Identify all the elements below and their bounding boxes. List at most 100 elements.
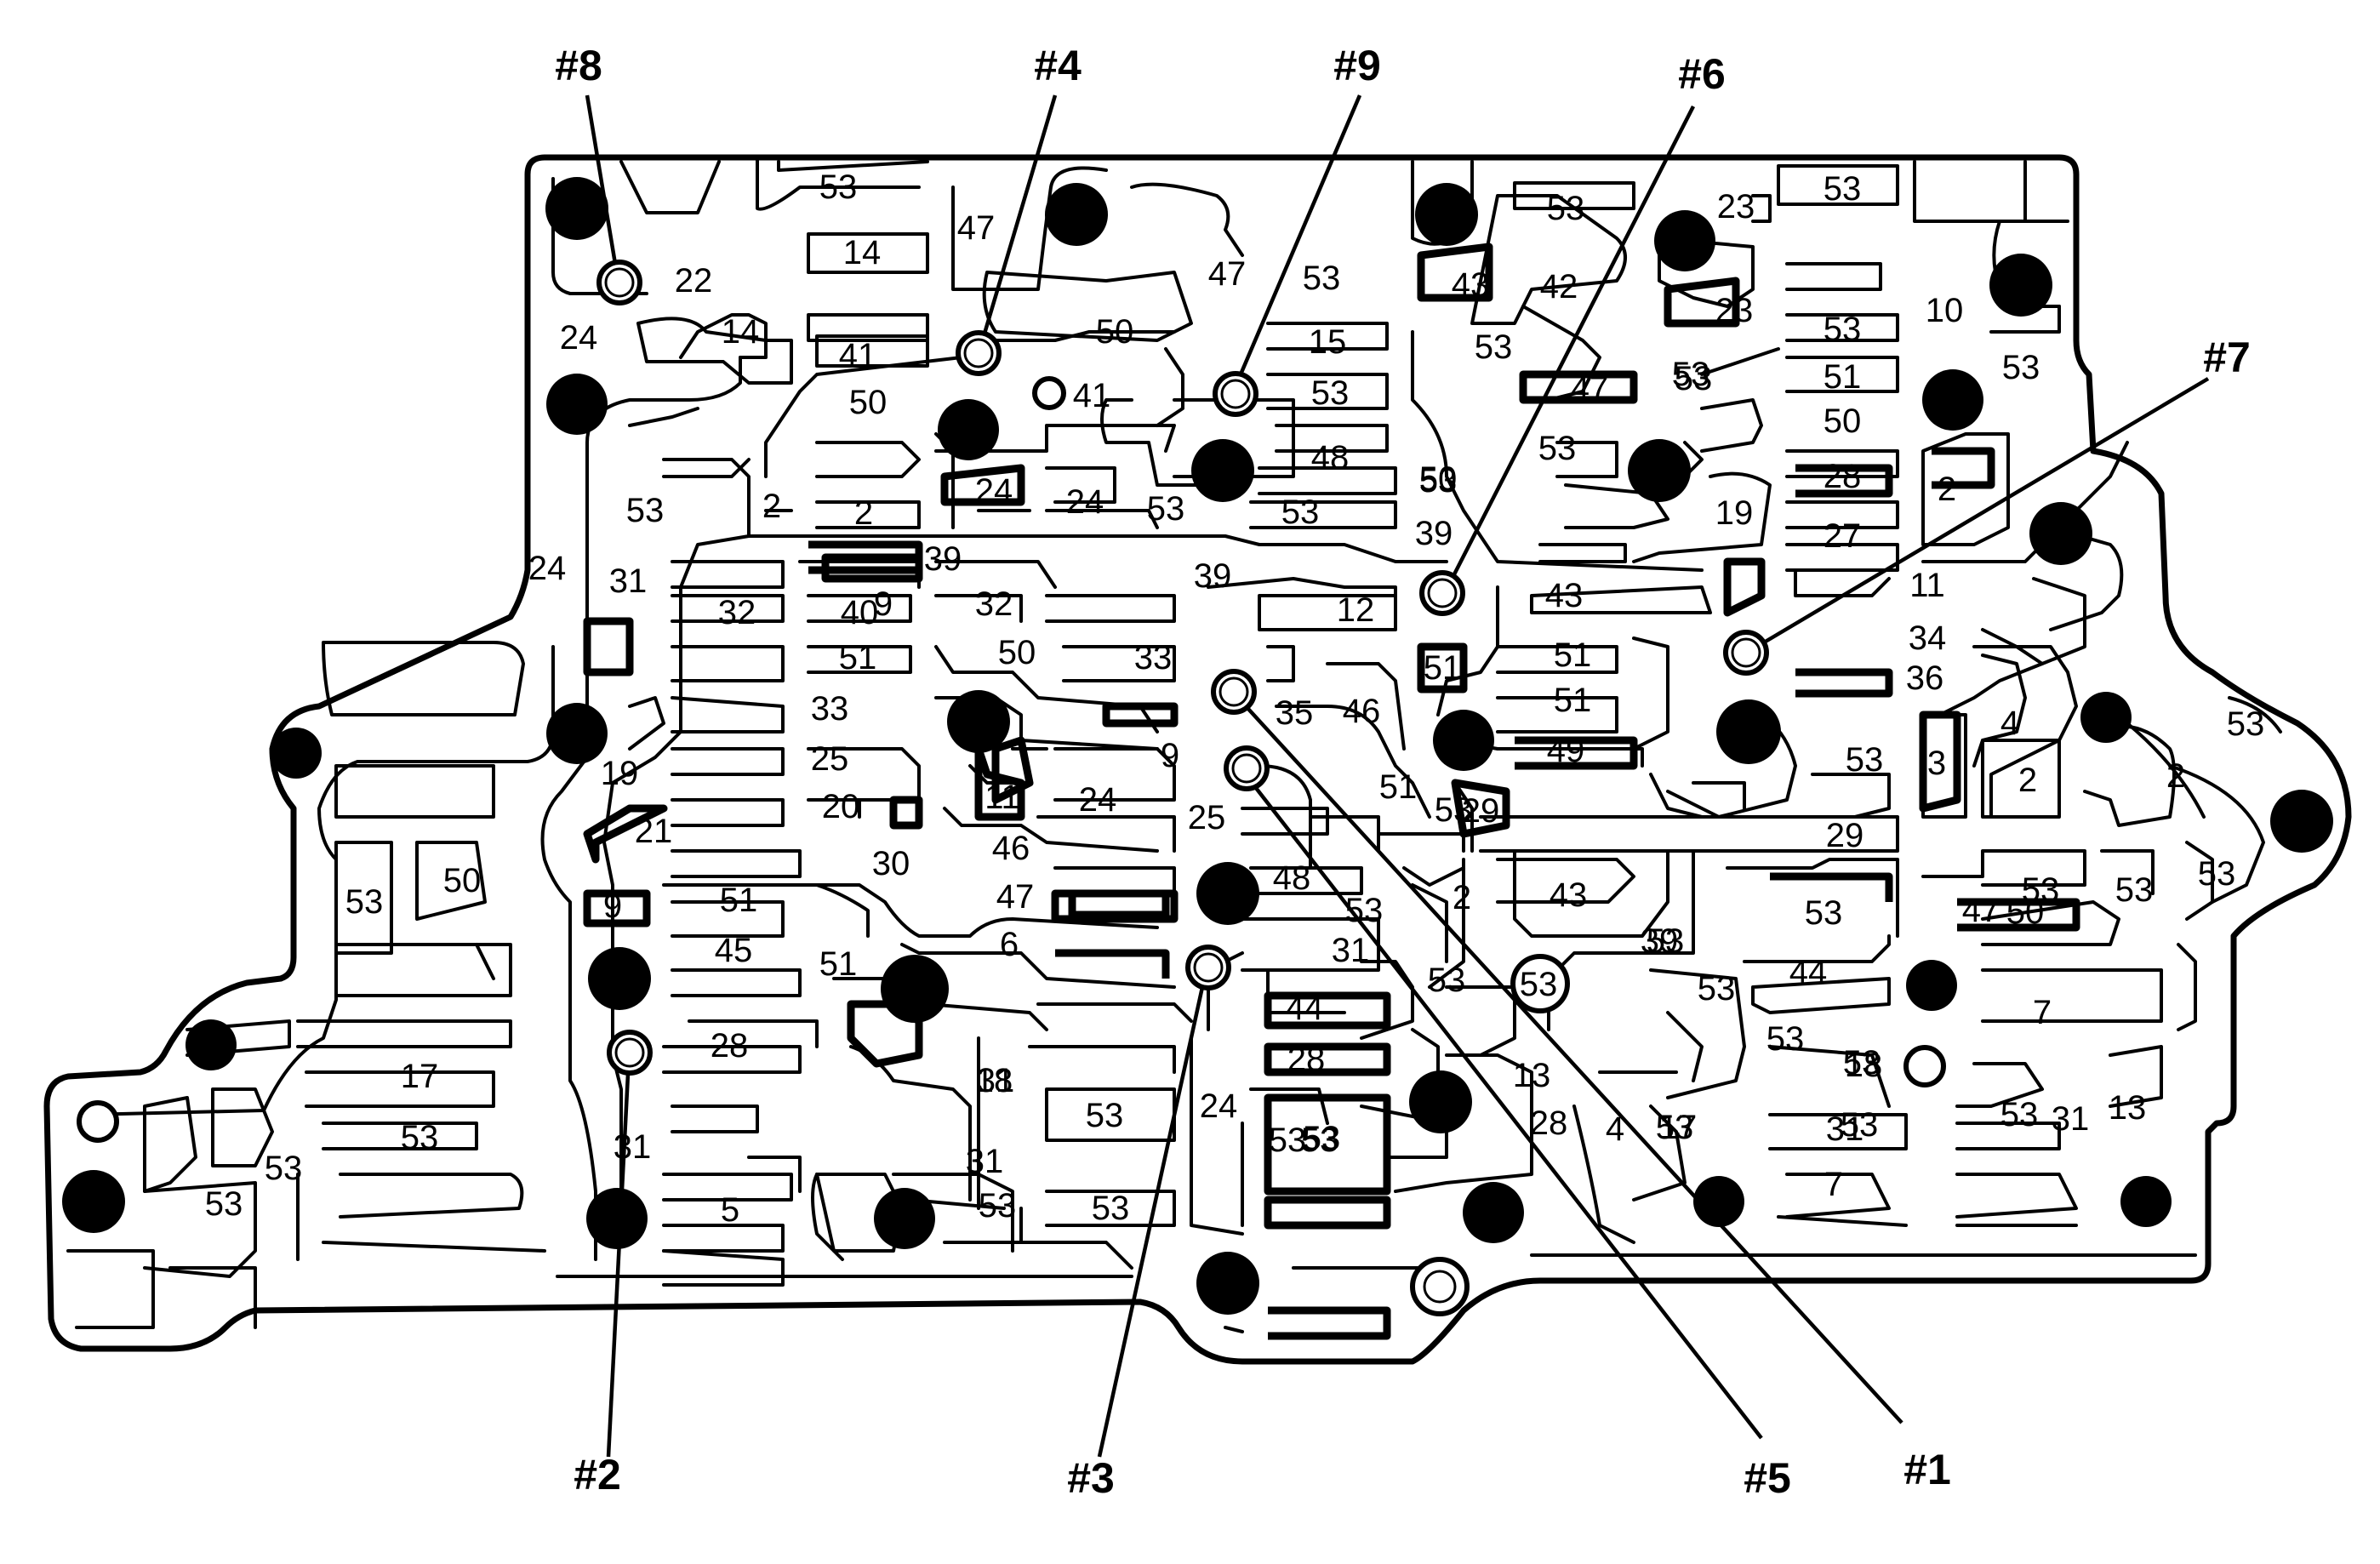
callout-5: #5: [1744, 1454, 1791, 1502]
passage-label: 53: [1843, 1044, 1881, 1082]
bolt-hole: [2270, 790, 2333, 853]
check-balls: [596, 260, 1769, 1076]
passage-label: 53: [2198, 855, 2236, 893]
passage-label: 2: [2018, 762, 2037, 799]
callout-6: #6: [1678, 50, 1726, 98]
passage-label: 53: [1841, 1106, 1879, 1144]
bold-passages: [583, 243, 2080, 1340]
passage-label: 14: [722, 313, 760, 351]
passage-walls: [66, 156, 2282, 1329]
passage-label: 53: [1086, 1097, 1124, 1134]
callout-9: #9: [1333, 42, 1381, 89]
passage-label: 53: [345, 883, 384, 921]
passage-label: 53: [1672, 356, 1710, 393]
bolt-hole: [586, 1188, 648, 1249]
plug-open: [1032, 376, 1066, 410]
passage-label: 47: [1962, 892, 2000, 929]
bolt-hole: [62, 1170, 125, 1233]
bolt-hole: [2029, 502, 2092, 565]
callout-labels: #8#4#9#6#7#2#3#5#1: [555, 42, 2251, 1502]
passage-label: 17: [401, 1058, 439, 1095]
passage-label: 5: [721, 1191, 739, 1229]
bolt-hole: [1196, 862, 1259, 925]
passage-label: 53: [2227, 705, 2265, 743]
passage-label: 42: [1540, 268, 1578, 305]
check-ball-8: [596, 260, 642, 305]
bolt-hole: [2080, 692, 2132, 743]
passage-label: 53: [205, 1185, 243, 1223]
passage-label: 51: [1824, 358, 1862, 396]
passage-label: 53: [626, 492, 665, 529]
passage-label: 53: [2022, 871, 2060, 909]
passage-label: 21: [635, 813, 673, 850]
passage-label: 47: [996, 878, 1035, 916]
passage-label: 30: [872, 845, 910, 882]
passage-label: 9: [874, 585, 893, 623]
passage-label: 43: [1545, 577, 1584, 614]
passage-label: 46: [992, 830, 1030, 867]
passage-label: 50: [1419, 460, 1458, 498]
passage-label: 53: [1269, 1122, 1307, 1159]
passage-label: 22: [675, 262, 713, 300]
passage-label: 53: [1698, 970, 1736, 1007]
passage-label: 20: [822, 788, 860, 825]
passage-label: 11: [985, 779, 1020, 816]
passage-label: 53: [819, 168, 858, 206]
passage-label: 50: [2006, 893, 2045, 931]
passage-label: 47: [1571, 370, 1609, 408]
bolt-hole: [1906, 960, 1957, 1011]
bolt-hole: [881, 955, 949, 1023]
passage-label: 51: [720, 882, 758, 919]
passage-label: 17: [1659, 1109, 1698, 1146]
passage-label: 18: [1845, 1047, 1883, 1084]
passage-label: 31: [609, 562, 648, 600]
passage-label: 31: [977, 1062, 1015, 1099]
passage-label: 44: [1286, 990, 1324, 1027]
check-ball-6: [1419, 570, 1465, 616]
bolt-hole: [546, 703, 608, 764]
passage-label: 41: [1073, 377, 1111, 414]
bolt-hole: [185, 1019, 237, 1070]
passage-label: 31: [2052, 1100, 2090, 1138]
passage-label: 53: [1301, 1122, 1339, 1159]
passage-label: 48: [1273, 859, 1311, 897]
passage-label: 41: [839, 337, 877, 374]
passage-label: 53: [1824, 170, 1862, 208]
passage-label: 31: [614, 1128, 652, 1166]
callout-3: #3: [1067, 1454, 1115, 1502]
passage-label: 53: [2000, 1096, 2039, 1133]
callout-7: #7: [2203, 334, 2251, 381]
plug-47: [1510, 954, 1570, 1013]
passage-label: 29: [1826, 817, 1864, 854]
passage-label: 7: [2033, 994, 2052, 1031]
passage-label: 53: [1475, 328, 1513, 366]
check-ball-1: [1211, 669, 1257, 715]
passage-label: 53: [1303, 1120, 1341, 1157]
bolt-hole: [546, 374, 608, 435]
passage-label: 33: [811, 690, 849, 728]
passage-label: 53: [1805, 894, 1843, 932]
passage-label: 29: [1462, 792, 1500, 830]
passage-label: 53: [1435, 791, 1473, 829]
bolt-hole: [2120, 1176, 2172, 1227]
passage-label: 13: [1513, 1057, 1551, 1094]
leader-lines: [585, 94, 2210, 1458]
passage-label: 53: [1147, 490, 1185, 528]
passage-label: 24: [1066, 483, 1104, 521]
passage-label: 14: [843, 234, 882, 271]
passage-label: 32: [975, 585, 1013, 623]
passage-label: 53: [1345, 892, 1384, 929]
check-ball-9: [1213, 371, 1258, 417]
passage-label: 18: [975, 1062, 1013, 1099]
passage-label: 2: [854, 494, 873, 532]
bolt-hole: [271, 728, 322, 779]
passage-label: 9: [1161, 737, 1179, 774]
passage-label: 53: [2115, 871, 2154, 909]
passage-label: 24: [1200, 1087, 1238, 1125]
passage-label: 47: [957, 209, 996, 247]
bolt-hole: [1716, 699, 1781, 764]
bolt-hole: [1045, 183, 1108, 246]
passage-label: 53: [1846, 741, 1884, 779]
passage-label: 7: [1824, 1166, 1843, 1203]
